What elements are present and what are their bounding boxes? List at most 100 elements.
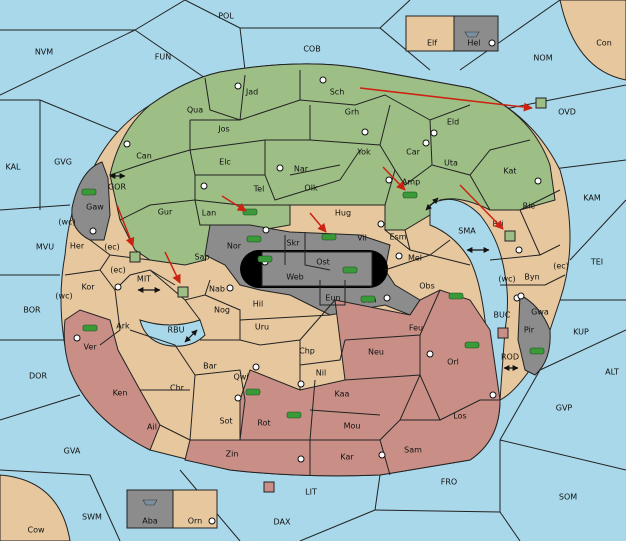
svg-text:Olk: Olk [304, 184, 318, 193]
svg-text:KUP: KUP [573, 328, 589, 337]
svg-text:Eun: Eun [325, 294, 340, 303]
svg-text:Orl: Orl [447, 358, 459, 367]
svg-text:GOR: GOR [108, 183, 126, 192]
svg-text:Rot: Rot [257, 419, 270, 428]
svg-text:ROD: ROD [501, 353, 519, 362]
svg-text:TEI: TEI [590, 258, 603, 267]
svg-text:ALT: ALT [605, 368, 619, 377]
order-arrows [116, 87, 533, 284]
svg-text:Gwa: Gwa [531, 308, 549, 317]
svg-text:Los: Los [453, 412, 466, 421]
svg-text:Qwi: Qwi [233, 373, 248, 382]
svg-text:NVM: NVM [35, 48, 53, 57]
svg-text:Hil: Hil [253, 300, 263, 309]
svg-text:Kat: Kat [503, 167, 516, 176]
svg-text:Nor: Nor [227, 242, 242, 251]
svg-text:Ost: Ost [316, 258, 330, 267]
svg-text:Hug: Hug [335, 209, 351, 218]
svg-text:COB: COB [303, 45, 320, 54]
svg-text:Nab: Nab [209, 285, 225, 294]
svg-text:Yok: Yok [356, 148, 371, 157]
svg-text:Can: Can [136, 152, 152, 161]
svg-text:(ec): (ec) [104, 243, 120, 252]
coast-labels: (wc) (ec) (ec) (wc) (wc) (ec) [55, 218, 568, 301]
svg-text:Nog: Nog [214, 306, 230, 315]
svg-text:Skr: Skr [287, 239, 301, 248]
svg-text:Uta: Uta [444, 159, 458, 168]
svg-text:Gaw: Gaw [86, 203, 104, 212]
svg-text:OVD: OVD [558, 108, 576, 117]
svg-text:Nil: Nil [316, 369, 326, 378]
svg-text:LIT: LIT [305, 488, 317, 497]
svg-text:FRO: FRO [441, 478, 457, 487]
svg-text:Rie: Rie [523, 202, 536, 211]
svg-text:DOR: DOR [29, 372, 47, 381]
svg-text:Her: Her [70, 242, 85, 251]
svg-text:Ail: Ail [147, 423, 157, 432]
svg-text:Byn: Byn [524, 273, 539, 282]
svg-text:Kor: Kor [81, 283, 95, 292]
svg-text:(ec): (ec) [553, 262, 569, 271]
svg-text:Sch: Sch [330, 88, 345, 97]
svg-text:MVU: MVU [36, 243, 54, 252]
svg-text:Esm: Esm [389, 233, 406, 242]
svg-text:Jos: Jos [217, 125, 229, 134]
svg-text:Kaa: Kaa [335, 390, 350, 399]
region-aba [126, 489, 174, 529]
svg-text:Bar: Bar [203, 362, 217, 371]
svg-text:RBU: RBU [168, 326, 185, 335]
region-gaw [71, 161, 111, 241]
svg-text:Chp: Chp [299, 347, 315, 356]
svg-text:Jad: Jad [245, 88, 258, 97]
svg-text:Neu: Neu [368, 348, 384, 357]
boxed-units [129, 97, 547, 493]
svg-text:Sam: Sam [404, 446, 422, 455]
svg-text:BUC: BUC [494, 311, 511, 320]
svg-text:Feu: Feu [409, 324, 423, 333]
svg-text:(wc): (wc) [498, 275, 515, 284]
region-pir [517, 294, 551, 376]
svg-text:FUN: FUN [155, 53, 171, 62]
svg-text:Sot: Sot [219, 417, 232, 426]
svg-text:Orn: Orn [188, 517, 203, 526]
svg-text:GVP: GVP [556, 404, 573, 413]
svg-text:Grh: Grh [345, 108, 359, 117]
svg-text:SWM: SWM [82, 513, 102, 522]
svg-text:Con: Con [596, 39, 612, 48]
svg-text:Kar: Kar [340, 453, 354, 462]
svg-text:(wc): (wc) [58, 218, 75, 227]
svg-text:Ver: Ver [83, 343, 97, 352]
svg-text:Aba: Aba [142, 517, 158, 526]
svg-text:Elf: Elf [427, 39, 437, 48]
svg-text:Amp: Amp [402, 178, 420, 187]
svg-text:Qua: Qua [187, 106, 203, 115]
svg-text:Zin: Zin [226, 450, 239, 459]
sea-labels: POL NVM FUN COB NOM Con KAL GVG KAM MVU … [5, 12, 618, 535]
supply-centers [73, 39, 542, 525]
svg-text:Mou: Mou [344, 422, 361, 431]
svg-text:SMA: SMA [458, 227, 476, 236]
region-elf [405, 15, 455, 52]
svg-text:Cow: Cow [27, 526, 44, 535]
fleet-units [142, 31, 480, 506]
svg-text:(wc): (wc) [55, 292, 72, 301]
svg-text:Elc: Elc [219, 158, 231, 167]
svg-text:Pir: Pir [524, 326, 535, 335]
svg-text:DAX: DAX [274, 518, 291, 527]
svg-text:Vil: Vil [357, 234, 367, 243]
svg-text:Gur: Gur [158, 208, 173, 217]
continent [60, 63, 571, 477]
svg-text:(ec): (ec) [110, 266, 126, 275]
svg-text:Chr: Chr [170, 384, 185, 393]
connection-arrows [109, 173, 519, 371]
svg-text:Uru: Uru [255, 323, 269, 332]
svg-text:Ark: Ark [116, 322, 130, 331]
svg-text:MIT: MIT [137, 275, 151, 284]
svg-text:Ken: Ken [113, 389, 128, 398]
svg-text:Eld: Eld [447, 118, 459, 127]
svg-text:Obs: Obs [419, 282, 435, 291]
svg-text:Hel: Hel [467, 39, 480, 48]
svg-text:Web: Web [286, 273, 303, 282]
